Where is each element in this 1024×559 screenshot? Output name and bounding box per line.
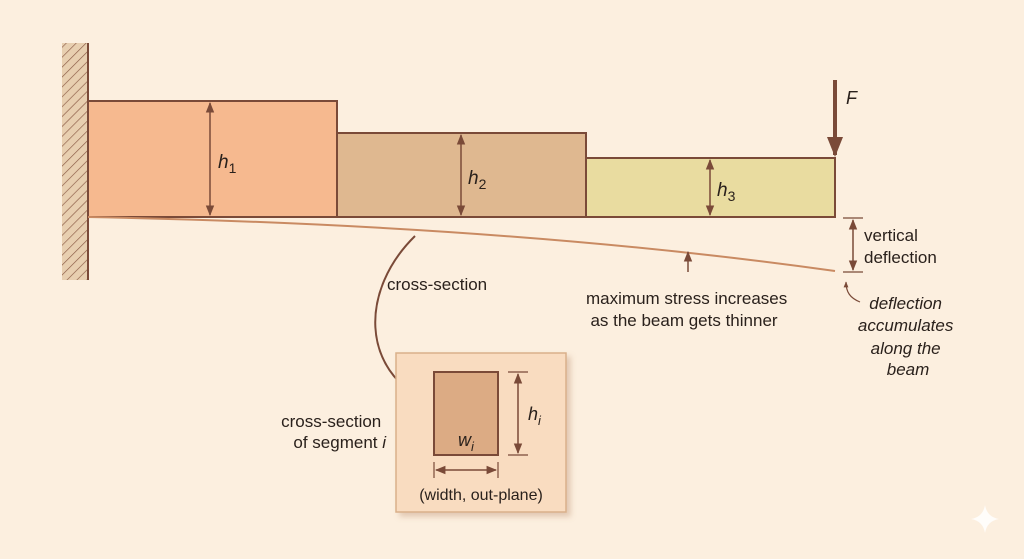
deflection-curve bbox=[87, 216, 836, 272]
h3-label: h3 bbox=[717, 180, 736, 204]
width-caption: (width, out-plane) bbox=[419, 487, 543, 504]
h1-label: h1 bbox=[218, 152, 237, 176]
beam-segment-1 bbox=[87, 100, 338, 218]
max-stress-label: maximum stress increases as the beam get… bbox=[586, 289, 792, 330]
hi-label: hi bbox=[528, 404, 542, 428]
vertical-deflection-label: vertical deflection bbox=[864, 226, 937, 267]
cross-section-inset bbox=[395, 352, 567, 513]
deflection-accumulates-label: deflection accumulates along the beam bbox=[858, 294, 958, 379]
wi-label: wi bbox=[458, 430, 475, 454]
segment-cross-section-label: cross-section of segment i bbox=[281, 412, 387, 452]
sparkle-icon bbox=[971, 505, 999, 533]
cross-section-label: cross-section bbox=[387, 275, 487, 294]
force-label: F bbox=[846, 88, 858, 108]
fixed-wall bbox=[62, 43, 89, 280]
cross-section-rect bbox=[433, 371, 499, 456]
h2-label: h2 bbox=[468, 168, 487, 192]
accumulation-arrow bbox=[843, 281, 861, 303]
vertical-deflection-dimension bbox=[843, 217, 863, 273]
